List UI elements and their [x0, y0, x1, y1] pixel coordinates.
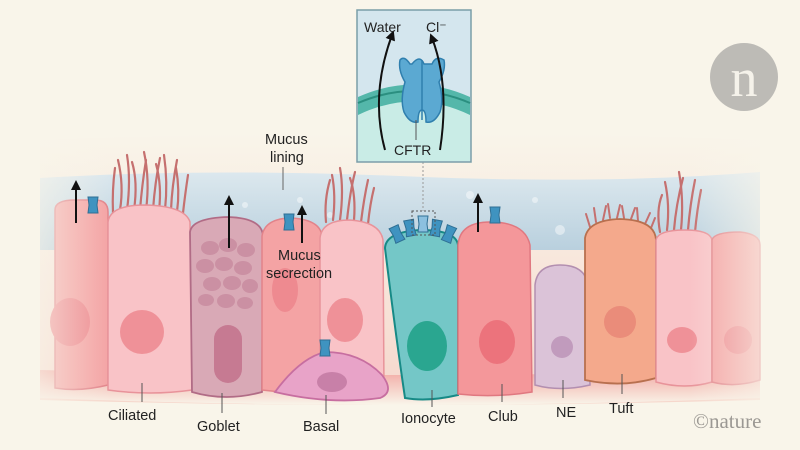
cell-ionocyte [383, 228, 459, 401]
mucus-secretion-label-line2: secrection [266, 266, 332, 282]
nucleus [120, 310, 164, 354]
label-club: Club [488, 409, 518, 425]
mucus-bubbles [242, 191, 565, 235]
cftr-channel-icon [388, 223, 406, 245]
nature-logo: n [710, 43, 778, 111]
nucleus [479, 320, 515, 364]
mucus-secretion-label-line1: Mucus [278, 248, 321, 264]
cftr-channel-icon [429, 218, 443, 238]
cell-tuft [584, 203, 657, 385]
chloride-arrow-icon [429, 33, 445, 151]
cell-ciliated-2 [319, 166, 385, 395]
mucin-granules [196, 238, 258, 309]
cell-ne [534, 264, 591, 390]
cftr-inset: Water Cl⁻ CFTR [356, 9, 472, 163]
cftr-channel-icon [417, 215, 429, 233]
cftr-highlight-box [411, 210, 436, 236]
fade-right [690, 120, 800, 420]
nucleus [407, 321, 447, 371]
inset-cytoplasm [358, 100, 470, 161]
label-goblet: Goblet [197, 419, 240, 435]
microvilli [585, 203, 656, 229]
nucleus [667, 327, 697, 353]
nucleus [214, 325, 242, 383]
chloride-label: Cl⁻ [426, 19, 447, 35]
nucleus [327, 298, 363, 342]
label-basal: Basal [303, 419, 339, 435]
cell-ciliated [107, 150, 193, 394]
logo-letter: n [731, 48, 758, 108]
cftr-channel-icon [283, 213, 295, 231]
nucleus [272, 268, 298, 312]
cftr-channel-icon [319, 339, 331, 357]
label-ionocyte: Ionocyte [401, 411, 456, 427]
cftr-label: CFTR [394, 142, 431, 158]
secretion-arrows [71, 180, 483, 248]
water-label: Water [364, 19, 401, 35]
cell-secretory [261, 217, 323, 393]
nucleus [551, 336, 573, 358]
label-tuft: Tuft [609, 401, 633, 417]
mucus-lining-label-line2: lining [270, 150, 304, 166]
cell-label-leaders [141, 374, 623, 414]
nucleus [317, 372, 347, 392]
cftr-channel-icon [489, 206, 501, 224]
water-arrow-icon [377, 30, 395, 151]
cell-club [457, 221, 533, 397]
label-ne: NE [556, 405, 576, 421]
cftr-channel-icon [440, 224, 458, 244]
nucleus [604, 306, 636, 338]
logo-circle [710, 43, 778, 111]
mucus-lining-label-line1: Mucus [265, 132, 308, 148]
copyright-nature: ©nature [693, 409, 761, 433]
cell-basal [273, 351, 389, 402]
label-ciliated: Ciliated [108, 408, 156, 424]
cftr-channel-icon [87, 196, 99, 214]
cell-goblet [189, 216, 264, 398]
fade-left [0, 120, 110, 420]
